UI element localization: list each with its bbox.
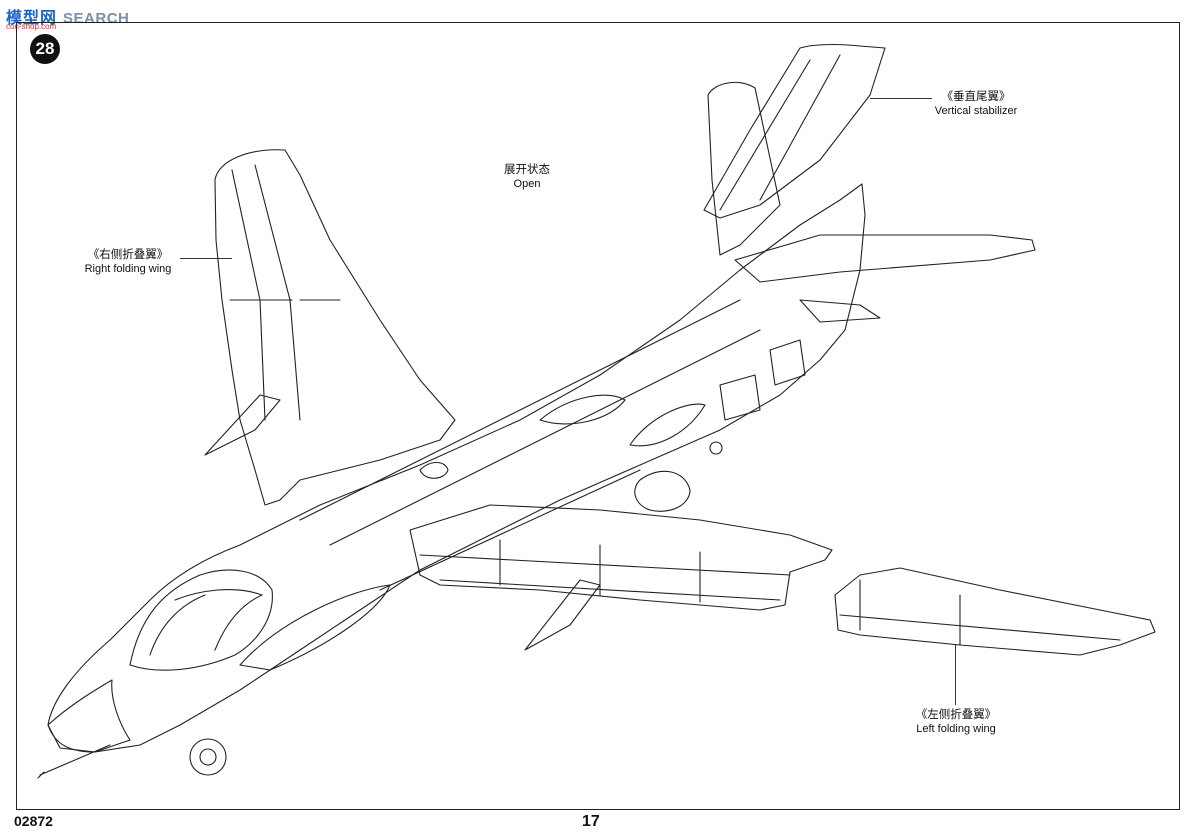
label-vertical-stabilizer-en: Vertical stabilizer [934,105,1018,117]
nose-wheel [189,738,227,776]
page-number: 17 [582,813,600,830]
label-left-wing-en: Left folding wing [916,723,996,735]
label-vertical-stabilizer: 《垂直尾翼》 Vertical stabilizer [920,90,1032,118]
left-inner-wing [409,504,833,611]
label-right-wing: 《右侧折叠翼》 Right folding wing [76,248,180,276]
engine-face [634,470,691,512]
label-open: 展开状态 Open [492,163,562,191]
right-folding-wing [214,149,456,506]
label-vertical-stabilizer-cn: 《垂直尾翼》 [941,91,1011,103]
label-open-en: Open [513,178,541,190]
page-frame [16,22,1180,810]
label-left-wing-cn: 《左侧折叠翼》 [915,709,997,721]
left-wing-fence [524,579,601,651]
fuselage-outline [47,183,866,753]
label-open-cn: 展开状态 [504,164,550,176]
step-number-badge: 28 [30,34,60,64]
leader-right-wing [180,258,232,259]
kit-number: 02872 [14,813,53,829]
watermark-url: con-shop.com [6,22,57,31]
label-right-wing-cn: 《右侧折叠翼》 [87,249,169,261]
left-folding-wing [834,567,1156,656]
nose-cone [47,679,131,753]
label-right-wing-en: Right folding wing [84,263,172,275]
leader-left-wing [955,645,956,705]
main-wheel [709,441,723,455]
vertical-stabilizer [703,43,886,219]
canopy [129,569,273,671]
right-wing-fence [204,394,281,456]
pitot-probe [37,744,111,779]
intake-pod-left [239,584,391,671]
label-left-wing: 《左侧折叠翼》 Left folding wing [905,708,1007,736]
horizontal-stabilizer [734,234,1036,283]
leader-vertical-stabilizer [870,98,932,99]
tail-fin-base [707,81,781,256]
